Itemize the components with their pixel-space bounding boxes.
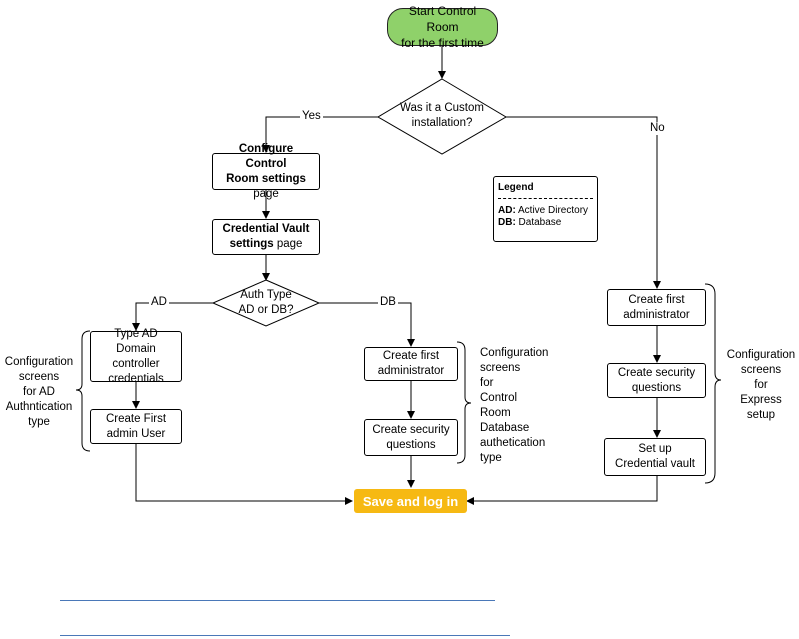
credential-vault-node: Credential Vault settings page <box>212 219 320 255</box>
ad-step1-line3: credentials <box>108 372 164 385</box>
ad-step1-line1: Type AD Domain <box>114 327 158 355</box>
vault-rest: page <box>273 238 303 250</box>
ad-step2-line1: Create First <box>105 412 167 425</box>
legend: Legend AD: Active Directory DB: Database <box>493 176 598 242</box>
decision-auth-shape <box>211 279 321 327</box>
express-step1-line2: administrator <box>623 308 690 321</box>
decision-auth: Auth Type AD or DB? <box>226 288 306 318</box>
express-step2-line1: Create security <box>617 366 696 379</box>
ad-brace-label: Configuration screens for AD Authnticati… <box>4 356 74 428</box>
vault-bold1: Credential Vault <box>222 223 310 235</box>
ad-step-first-admin: Create First admin User <box>90 409 182 444</box>
express-step1-line1: Create first <box>628 293 685 306</box>
legend-item-db: DB: Database <box>498 217 562 228</box>
edge-label-yes: Yes <box>300 110 323 123</box>
db-step-security-questions: Create security questions <box>364 419 458 456</box>
db-step2-line2: questions <box>386 438 436 451</box>
brace-express <box>704 283 722 484</box>
configure-control-room-node: Configure Control Room settings page <box>212 143 320 200</box>
configure-bold2: Room settings <box>226 172 306 185</box>
db-step1-line1: Create first <box>382 350 440 362</box>
start-line2: for the first time <box>401 36 484 50</box>
legend-divider <box>498 198 593 199</box>
decision-auth-line2: AD or DB? <box>238 304 294 316</box>
decision-auth-line1: Auth Type <box>240 289 292 301</box>
db-step1-line2: administrator <box>377 365 445 377</box>
ad-step2-line2: admin User <box>106 427 166 440</box>
express-step3-line1: Set up <box>638 443 672 455</box>
db-brace-label: Configuration screens for Control Room D… <box>480 347 549 464</box>
configure-bold1: Configure Control <box>238 142 294 170</box>
express-step-credential-vault: Set up Credential vault <box>604 438 706 476</box>
decision-custom: Was it a Custom installation? <box>388 96 496 136</box>
ad-step1-line2: controller <box>112 357 160 370</box>
brace-ad <box>75 330 91 452</box>
start-line1: Start Control Room <box>408 4 477 34</box>
express-step3-line2: Credential vault <box>615 458 695 470</box>
ad-step-domain-credentials: Type AD Domain controller credentials <box>90 328 182 385</box>
connector-express-to-save <box>466 476 658 505</box>
express-step2-line2: questions <box>631 381 682 394</box>
db-step-first-admin: Create first administrator <box>364 347 458 381</box>
db-step2-line1: Create security <box>372 423 450 436</box>
vault-bold2: settings <box>229 238 274 250</box>
express-brace-label: Configuration screens for Express setup <box>726 349 796 421</box>
divider-line-1 <box>60 600 495 601</box>
brace-db <box>456 341 472 464</box>
edge-label-no: No <box>648 122 667 135</box>
connector-ad <box>132 302 213 331</box>
connector-no <box>506 116 661 289</box>
decision-custom-line2: installation? <box>411 117 473 129</box>
express-step-first-admin: Create first administrator <box>607 289 706 326</box>
divider-line-2 <box>60 635 510 636</box>
edge-label-db: DB <box>378 296 398 309</box>
edge-label-ad: AD <box>149 296 169 309</box>
connector-yes <box>262 116 378 153</box>
decision-custom-line1: Was it a Custom <box>400 102 484 114</box>
connector-db <box>319 302 415 347</box>
legend-item-ad: AD: Active Directory <box>498 205 589 216</box>
start-node: Start Control Room for the first time <box>387 4 498 50</box>
save-and-log-in-button[interactable]: Save and log in <box>354 489 467 513</box>
decision-custom-shape <box>377 78 507 155</box>
express-step-security-questions: Create security questions <box>607 363 706 398</box>
connector-ad-to-save <box>135 444 353 505</box>
configure-rest: page <box>253 187 279 200</box>
legend-title: Legend <box>498 182 534 193</box>
